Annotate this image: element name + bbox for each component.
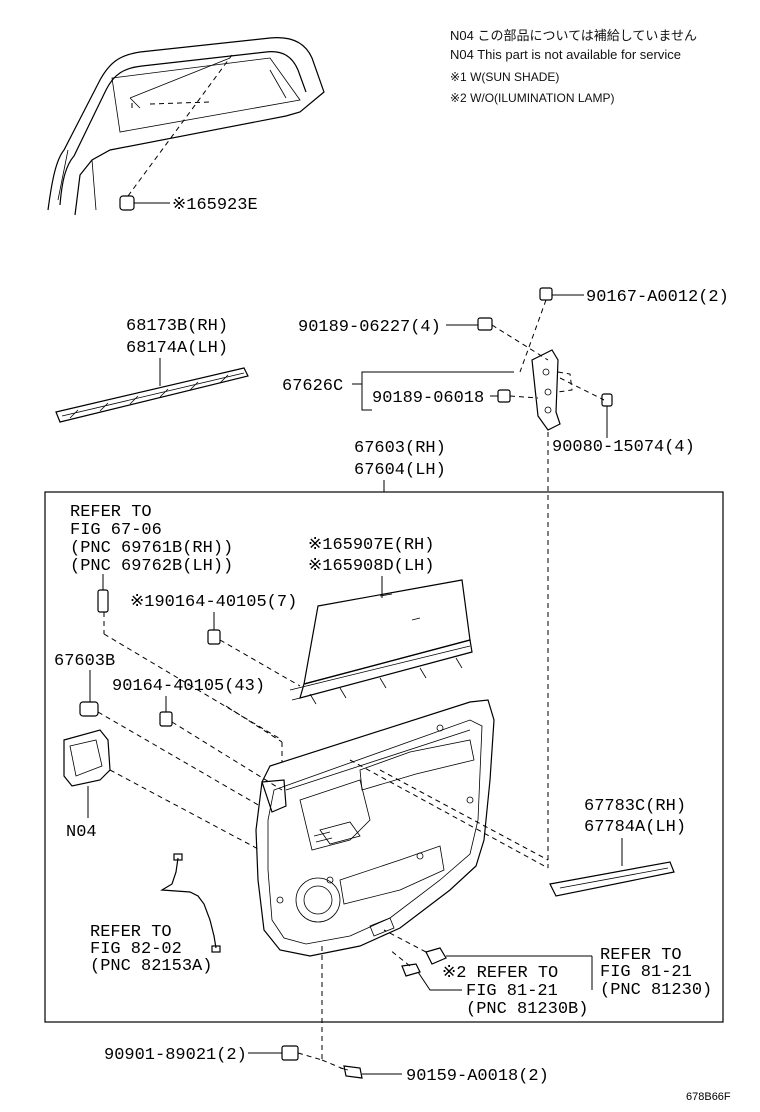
label-67784a: 67784A(LH) (584, 818, 686, 837)
clip-90901 (248, 1045, 323, 1061)
screw-90159 (321, 1059, 402, 1079)
connector-6706 (97, 574, 283, 741)
bulb-81230b (389, 949, 462, 991)
sunshade-65907e (289, 579, 473, 705)
door-trim-panel (255, 699, 495, 957)
refer-6706-line1: REFER TO (70, 503, 152, 522)
label-67603: 67603(RH) (354, 439, 446, 458)
screw-90080 (601, 393, 613, 438)
lamp-81230 (383, 929, 593, 990)
clip-67603b (79, 701, 261, 807)
refer-8121a-line3: (PNC 81230) (600, 981, 712, 1000)
label-68173b: 68173B(RH) (126, 317, 228, 336)
leader-67626c (352, 371, 514, 411)
refer-8121a-line2: FIG 81-21 (600, 963, 692, 982)
note-sunshade: ※1 W(SUN SHADE) (450, 70, 559, 84)
label-67604: 67604(LH) (354, 461, 446, 480)
note-jp: N04 この部品については補給していません (450, 28, 697, 43)
refer-8202-line2: FIG 82-02 (90, 940, 182, 959)
refer-8121a-line1: REFER TO (600, 946, 682, 965)
label-65923e: ※165923E (172, 196, 258, 215)
label-90189-06227: 90189-06227(4) (298, 318, 441, 337)
screw-90164-43 (159, 696, 283, 791)
wire-harness (160, 853, 221, 953)
screw-90164-7 (207, 612, 301, 687)
part-n04 (63, 729, 261, 851)
refer-8121b-line3: (PNC 81230B) (466, 1000, 588, 1019)
refer-8121b-line1: ※2 REFER TO (442, 964, 558, 983)
label-67603b: 67603B (54, 652, 115, 671)
refer-6706-line3: (PNC 69761B(RH)) (70, 539, 233, 558)
note-en: N04 This part is not available for servi… (450, 47, 681, 62)
door-window-frame-illustration (47, 37, 325, 216)
label-90164-7: ※190164-40105(7) (130, 593, 297, 612)
label-67626c: 67626C (282, 377, 343, 396)
label-90164-43: 90164-40105(43) (112, 677, 265, 696)
label-90080: 90080-15074(4) (552, 438, 695, 457)
label-90159: 90159-A0018(2) (406, 1067, 549, 1086)
label-n04: N04 (66, 823, 97, 842)
label-65908d: ※165908D(LH) (308, 557, 434, 576)
label-90901: 90901-89021(2) (104, 1046, 247, 1065)
refer-8202-line1: REFER TO (90, 923, 172, 942)
door-belt-weatherstrip (55, 367, 249, 423)
note-illumination: ※2 W/O(ILUMINATION LAMP) (450, 91, 615, 105)
clip-65923e (119, 54, 233, 211)
refer-8121b-line2: FIG 81-21 (466, 982, 558, 1001)
label-90189-06018: 90189-06018 (372, 389, 484, 408)
nut-90189-06227 (446, 317, 549, 361)
refer-8202-line3: (PNC 82153A) (90, 957, 212, 976)
refer-6706-line4: (PNC 69762B(LH)) (70, 557, 233, 576)
garnish-67783c (549, 861, 675, 897)
label-67783c: 67783C(RH) (584, 797, 686, 816)
screw-90167 (519, 287, 584, 373)
label-68174a: 68174A(LH) (126, 339, 228, 358)
label-65907e: ※165907E(RH) (308, 536, 434, 555)
label-90167: 90167-A0012(2) (586, 288, 729, 307)
figure-code: 678B66F (686, 1091, 731, 1103)
refer-6706-line2: FIG 67-06 (70, 521, 162, 540)
assembly-box (44, 491, 724, 1023)
bracket-67626c (509, 349, 605, 431)
